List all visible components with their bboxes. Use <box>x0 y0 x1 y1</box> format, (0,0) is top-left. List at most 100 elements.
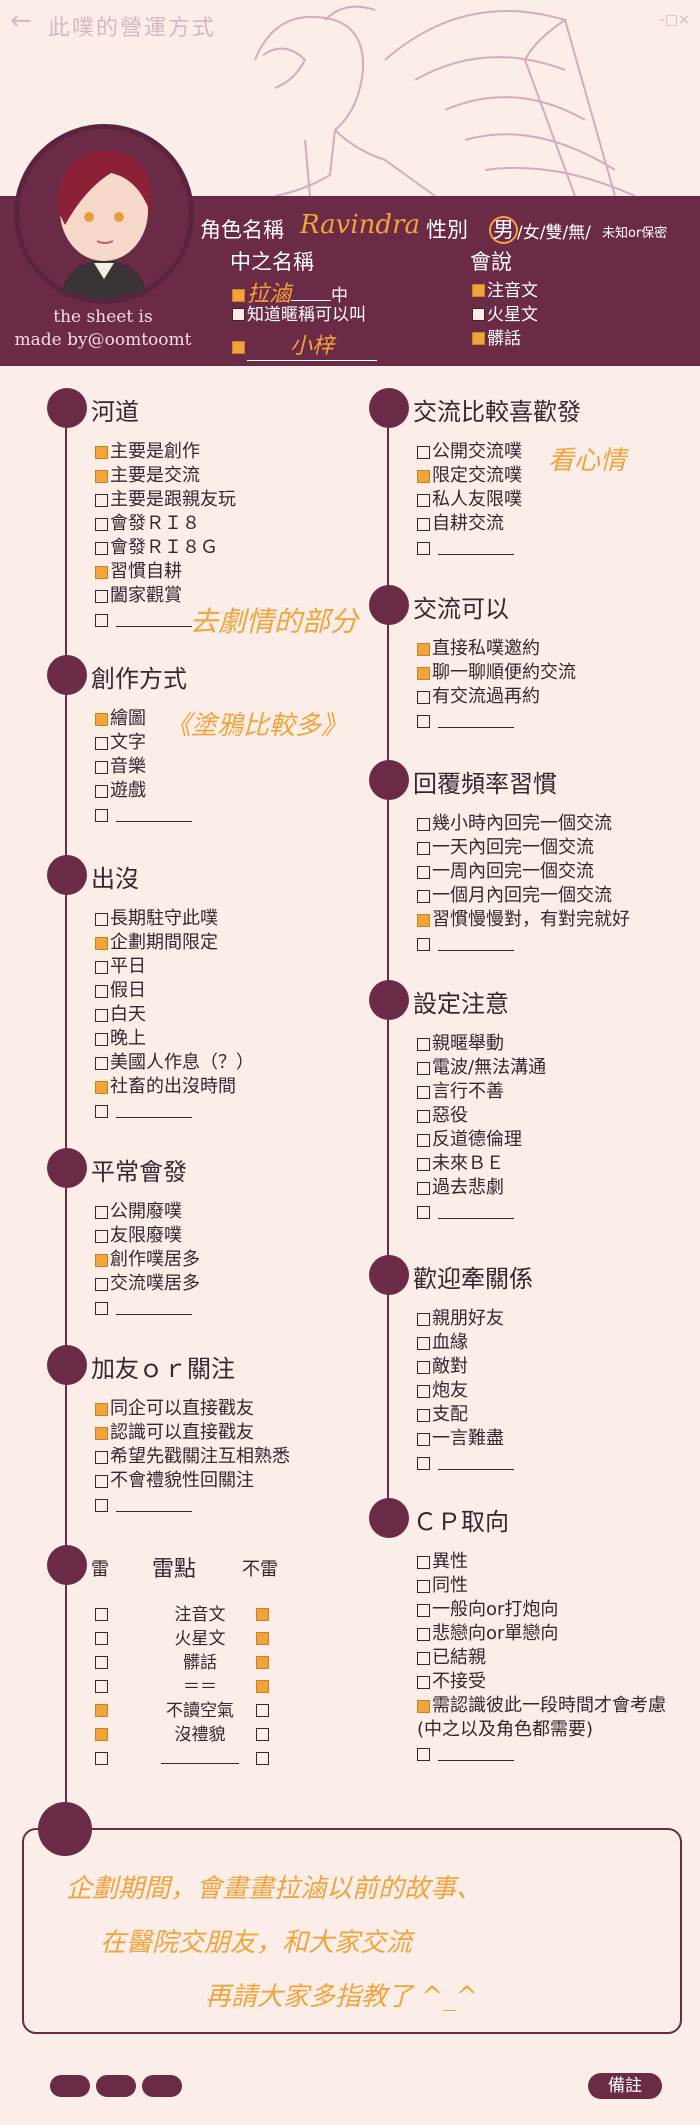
checkbox-row[interactable]: 未來ＢＥ <box>417 1152 546 1176</box>
thunder-yes-checkbox[interactable] <box>95 1704 108 1717</box>
blank-line[interactable] <box>438 1747 514 1761</box>
checkbox[interactable] <box>95 936 108 950</box>
thunder-no-checkbox[interactable] <box>256 1728 269 1741</box>
checkbox-row[interactable]: 敵對 <box>417 1355 514 1379</box>
thunder-yes-checkbox[interactable] <box>95 1656 108 1669</box>
footer-pill[interactable] <box>50 2075 90 2097</box>
lang-option[interactable]: 髒話 <box>472 324 521 349</box>
window-controls[interactable]: –□× <box>658 12 690 28</box>
checkbox-row[interactable]: 平日 <box>95 955 254 979</box>
checkbox[interactable] <box>417 1109 430 1123</box>
checkbox[interactable] <box>95 1056 108 1070</box>
cn-nick-row[interactable]: 小梓 <box>232 328 377 361</box>
checkbox[interactable] <box>95 912 108 926</box>
thunder-no-checkbox[interactable] <box>256 1608 269 1621</box>
checkbox[interactable] <box>417 1747 430 1761</box>
checkbox-row[interactable] <box>95 803 192 827</box>
checkbox[interactable] <box>417 1312 430 1326</box>
checkbox-row[interactable]: 希望先戳關注互相熟悉 <box>95 1445 290 1469</box>
thunder-no-checkbox[interactable] <box>256 1632 269 1645</box>
checkbox[interactable] <box>417 865 430 879</box>
checkbox[interactable] <box>417 666 430 680</box>
checkbox[interactable] <box>95 613 108 627</box>
blank-line[interactable] <box>438 1456 514 1470</box>
checkbox[interactable] <box>95 960 108 974</box>
checkbox-row[interactable]: 同企可以直接戳友 <box>95 1397 290 1421</box>
checkbox[interactable] <box>417 1384 430 1398</box>
checkbox[interactable] <box>417 1133 430 1147</box>
blank-line[interactable] <box>116 1301 192 1315</box>
checkbox-row[interactable] <box>417 1742 666 1766</box>
checkbox-row[interactable]: 一個月內回完一個交流 <box>417 884 630 908</box>
checkbox-row[interactable]: 習慣慢慢對，有對完就好 <box>417 908 630 932</box>
checkbox[interactable] <box>417 913 430 927</box>
checkbox-row[interactable] <box>417 932 630 956</box>
checkbox[interactable] <box>95 541 108 555</box>
checkbox-row[interactable]: 創作噗居多 <box>95 1248 200 1272</box>
checkbox-row[interactable]: 聊一聊順便約交流 <box>417 661 576 685</box>
blank-line[interactable] <box>116 808 192 822</box>
checkbox-row[interactable]: 遊戲 <box>95 779 192 803</box>
checkbox[interactable] <box>95 1498 108 1512</box>
checkbox[interactable] <box>95 760 108 774</box>
checkbox-row[interactable]: 需認識彼此一段時間才會考慮 <box>417 1694 666 1718</box>
checkbox[interactable] <box>417 817 430 831</box>
checkbox[interactable] <box>95 1008 108 1022</box>
checkbox[interactable] <box>232 341 245 354</box>
checkbox-row[interactable]: 繪圖 <box>95 707 192 731</box>
thunder-no-checkbox[interactable] <box>256 1656 269 1669</box>
blank-line[interactable] <box>116 613 192 627</box>
checkbox-row[interactable]: 交流噗居多 <box>95 1272 200 1296</box>
checkbox-row[interactable]: 會發ＲＩ８ <box>95 512 236 536</box>
checkbox[interactable] <box>232 308 245 321</box>
checkbox-row[interactable] <box>417 1200 546 1224</box>
checkbox[interactable] <box>95 1277 108 1291</box>
checkbox-row[interactable]: 限定交流噗 <box>417 464 522 488</box>
checkbox-row[interactable]: 已結親 <box>417 1646 666 1670</box>
blank-line[interactable] <box>438 1205 514 1219</box>
checkbox[interactable] <box>95 1253 108 1267</box>
checkbox-row[interactable]: 一天內回完一個交流 <box>417 836 630 860</box>
checkbox[interactable] <box>95 1450 108 1464</box>
checkbox[interactable] <box>417 1432 430 1446</box>
checkbox[interactable] <box>417 1336 430 1350</box>
checkbox[interactable] <box>417 1157 430 1171</box>
checkbox-row[interactable]: 認識可以直接戳友 <box>95 1421 290 1445</box>
checkbox[interactable] <box>417 1037 430 1051</box>
checkbox[interactable] <box>417 1085 430 1099</box>
checkbox[interactable] <box>417 517 430 531</box>
checkbox-row[interactable]: 音樂 <box>95 755 192 779</box>
checkbox-row[interactable] <box>417 536 522 560</box>
checkbox-row[interactable]: 公開廢噗 <box>95 1200 200 1224</box>
thunder-yes-checkbox[interactable] <box>95 1608 108 1621</box>
checkbox-row[interactable]: 支配 <box>417 1403 514 1427</box>
checkbox-row[interactable]: 炮友 <box>417 1379 514 1403</box>
blank-line[interactable] <box>438 937 514 951</box>
checkbox-row[interactable]: 長期駐守此噗 <box>95 907 254 931</box>
checkbox[interactable] <box>417 1555 430 1569</box>
checkbox-row[interactable]: 主要是交流 <box>95 464 236 488</box>
checkbox[interactable] <box>417 1408 430 1422</box>
checkbox-row[interactable] <box>95 1296 200 1320</box>
checkbox-row[interactable]: 晚上 <box>95 1027 254 1051</box>
checkbox-row[interactable]: 親朋好友 <box>417 1307 514 1331</box>
checkbox-row[interactable] <box>417 709 576 733</box>
checkbox[interactable] <box>472 284 485 297</box>
checkbox[interactable] <box>417 1205 430 1219</box>
blank-line[interactable] <box>438 541 514 555</box>
thunder-yes-checkbox[interactable] <box>95 1752 108 1765</box>
cn-name-row[interactable]: 拉滷中 <box>232 276 348 308</box>
checkbox[interactable] <box>417 1699 430 1713</box>
checkbox[interactable] <box>417 714 430 728</box>
gender-option-male[interactable]: 男 <box>489 214 518 244</box>
checkbox-row[interactable]: 惡役 <box>417 1104 546 1128</box>
blank-line[interactable] <box>116 1498 192 1512</box>
checkbox[interactable] <box>95 984 108 998</box>
footer-pill[interactable] <box>142 2075 182 2097</box>
checkbox-row[interactable]: 闔家觀賞 <box>95 584 236 608</box>
checkbox[interactable] <box>95 589 108 603</box>
thunder-yes-checkbox[interactable] <box>95 1728 108 1741</box>
checkbox[interactable] <box>472 332 485 345</box>
thunder-no-checkbox[interactable] <box>256 1680 269 1693</box>
checkbox-row[interactable]: 反道德倫理 <box>417 1128 546 1152</box>
